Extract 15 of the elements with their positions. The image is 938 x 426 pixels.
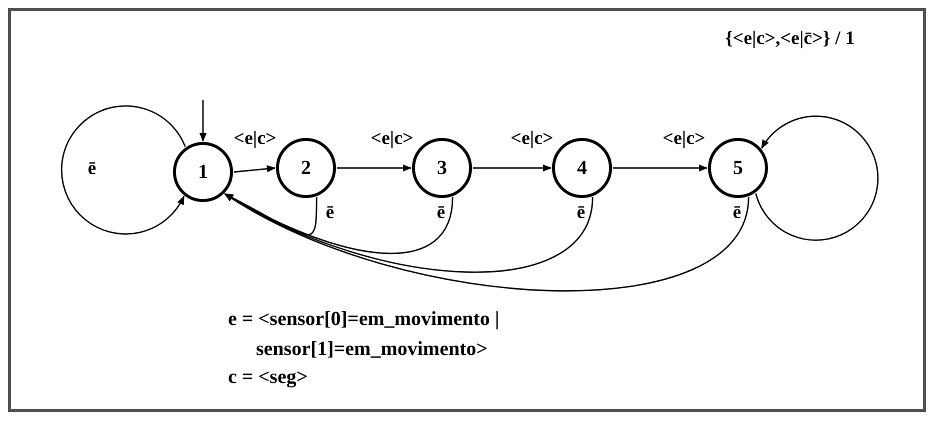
arrow xyxy=(224,193,318,236)
edge-label: <e|c> xyxy=(232,128,278,150)
arrow xyxy=(473,164,552,172)
edge-label: {<e|c>,<e|c̄>} / 1 xyxy=(724,28,856,50)
arrow xyxy=(613,164,708,172)
edge-label: <e|c> xyxy=(662,128,706,150)
arrow xyxy=(755,116,878,241)
definition-text: c = <seg> xyxy=(228,365,308,390)
edge-label: <e|c> xyxy=(510,128,554,150)
arrow xyxy=(337,164,412,172)
edge-label: <e|c> xyxy=(370,128,414,150)
arrow xyxy=(61,105,186,235)
arrow xyxy=(234,165,276,173)
arrow xyxy=(224,193,750,292)
arrow xyxy=(199,100,207,142)
